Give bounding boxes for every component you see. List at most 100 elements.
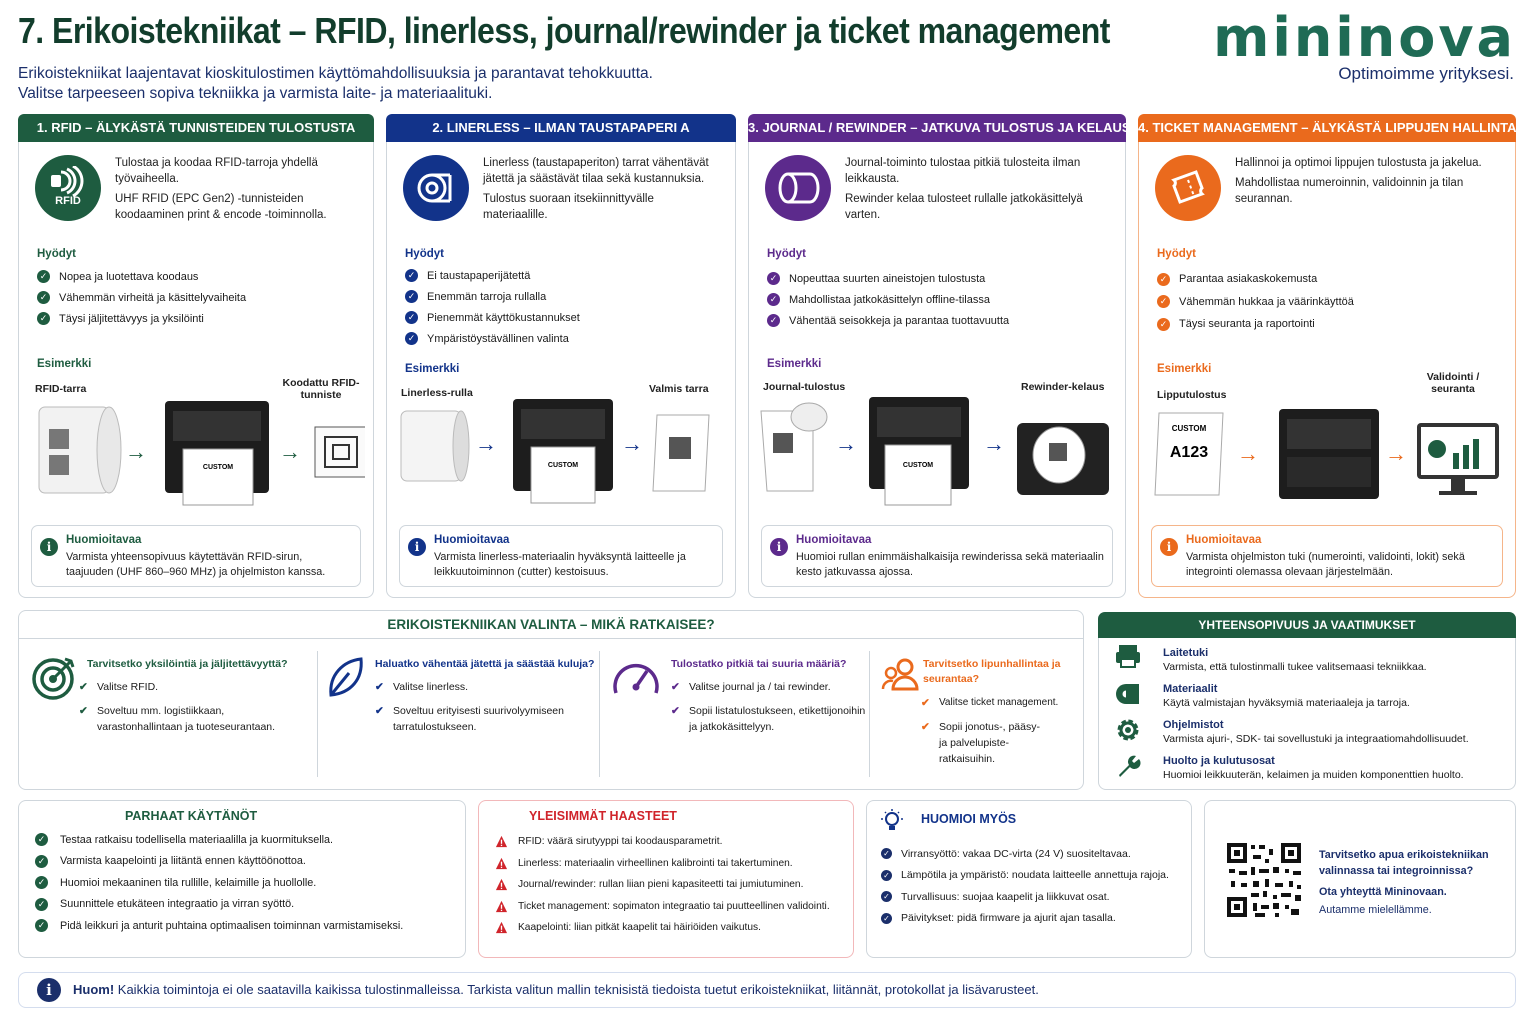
check-icon: ✓ [35, 897, 48, 911]
selection-items: ✔Valitse ticket management. ✔Sopii jonot… [921, 695, 1071, 775]
check-icon: ✓ [35, 876, 48, 890]
printer-brand: CUSTOM [548, 462, 578, 469]
svg-text:→: → [1385, 441, 1407, 466]
example-right-label: Validointi / seuranta [1426, 371, 1480, 395]
benefit-item: ✓Täysi jäljitettävyys ja yksilöinti [37, 308, 363, 329]
benefit-item: ✓Vähemmän virheitä ja käsittelyvaiheita [37, 287, 363, 308]
linerless-example-illustration: → CUSTOM → [400, 399, 710, 504]
rfid-tag-image [314, 426, 365, 478]
benefit-item: ✓Ympäristöystävällinen valinta [405, 328, 725, 349]
printer-brand: CUSTOM [203, 464, 233, 471]
svg-text:→: → [983, 431, 1005, 456]
note-box: i Huomioitavaa Varmista yhteensopivuus k… [31, 525, 361, 587]
printer-icon [1116, 645, 1140, 668]
also-item: ✓Virransyöttö: vakaa DC-virta (24 V) suo… [881, 843, 1169, 865]
also-item: ✓Päivitykset: pidä firmware ja ajurit aj… [881, 908, 1169, 930]
benefit-item: ✓Mahdollistaa jatkokäsittelyn offline-ti… [767, 289, 1115, 310]
qr-code[interactable] [1225, 841, 1303, 919]
lightbulb-icon [881, 809, 903, 830]
check-icon: ✓ [405, 332, 418, 345]
users-icon [881, 658, 919, 691]
note-title: Huomioitavaa [66, 534, 142, 546]
challenge-item: RFID: väärä sirutyyppi tai koodausparame… [495, 831, 830, 853]
svg-text:→: → [835, 431, 857, 456]
benefits-label: Hyödyt [767, 248, 806, 260]
best-practice-item: ✓Huomioi mekaaninen tila rullille, kelai… [35, 872, 403, 894]
selection-question: Haluatko vähentää jätettä ja säästää kul… [375, 658, 595, 670]
printer-image: CUSTOM [513, 399, 613, 504]
card-ticket-management: 4. TICKET MANAGEMENT – ÄLYKÄSTÄ LIPPUJEN… [1138, 114, 1516, 598]
challenges-panel: YLEISIMMÄT HAASTEET RFID: väärä sirutyyp… [478, 800, 854, 958]
also-item: ✓Turvallisuus: suojaa kaapelit ja liikku… [881, 886, 1169, 908]
card-title: 4. TICKET MANAGEMENT – ÄLYKÄSTÄ LIPPUJEN… [1138, 114, 1516, 142]
card-intro: Hallinnoi ja optimoi lippujen tulostusta… [1235, 155, 1499, 211]
example-right-label: Koodattu RFID-tunniste [282, 377, 360, 401]
check-icon: ✓ [1157, 317, 1170, 331]
warning-icon [495, 922, 508, 934]
note-text: Varmista yhteensopivuus käytettävän RFID… [66, 551, 326, 578]
brand-logo: mininova [1213, 6, 1516, 69]
also-title: HUOMIOI MYÖS [921, 812, 1017, 826]
contact-line-1: Ota yhteyttä Mininovaan. [1319, 886, 1447, 898]
linerless-roll-image [400, 410, 470, 482]
benefit-item: ✓Parantaa asiakaskokemusta [1157, 268, 1505, 291]
intro-text-2: UHF RFID (EPC Gen2) -tunnisteiden koodaa… [115, 193, 327, 221]
challenge-item: Kaapelointi: liian pitkät kaapelit tai h… [495, 917, 830, 939]
best-practice-item: ✓Varmista kaapelointi ja liitäntä ennen … [35, 851, 403, 873]
brand-tagline: Optimoimme yrityksesi. [1338, 64, 1514, 83]
roll-icon [403, 155, 469, 221]
card-intro: Linerless (taustapaperiton) tarrat vähen… [483, 155, 719, 227]
intro-text-2: Tulostus suoraan itsekiinnittyvälle mate… [483, 193, 654, 221]
rfid-icon: RFID [35, 155, 101, 221]
check-icon: ✓ [881, 891, 892, 903]
svg-text:→: → [125, 439, 147, 464]
check-icon: ✓ [767, 293, 780, 306]
monitor-image [1417, 423, 1499, 495]
target-icon [32, 657, 75, 700]
check-icon: ✓ [767, 272, 780, 285]
check-icon: ✓ [405, 290, 418, 303]
challenge-item: Journal/rewinder: rullan liian pieni kap… [495, 874, 830, 896]
printer-image: CUSTOM [165, 401, 269, 506]
example-left-label: RFID-tarra [35, 383, 87, 395]
printer-brand: CUSTOM [903, 462, 933, 469]
best-practices-panel: PARHAAT KÄYTÄNÖT ✓Testaa ratkaisu todell… [18, 800, 466, 958]
card-linerless: 2. LINERLESS – ILMAN TAUSTAPAPERI A Line… [386, 114, 736, 598]
note-text: Varmista linerless-materiaalin hyväksynt… [434, 551, 686, 578]
check-icon: ✓ [35, 854, 48, 868]
best-practice-item: ✓Suunnittele etukäteen integraatio ja vi… [35, 894, 403, 916]
check-icon: ✓ [37, 270, 50, 283]
intro-text-1: Tulostaa ja koodaa RFID-tarroja yhdellä … [115, 157, 318, 185]
contact-line-2: Autamme mielellämme. [1319, 904, 1432, 916]
contact-text: Ota yhteyttä Mininovaan. Autamme mielell… [1319, 883, 1447, 919]
intro-text-1: Journal-toiminto tulostaa pitkiä tuloste… [845, 157, 1081, 185]
ticket-icon [1155, 155, 1221, 221]
printer-brand: CUSTOM [1172, 424, 1207, 433]
check-icon: ✓ [881, 912, 892, 924]
footer-strong: Huom! [73, 982, 115, 997]
info-icon: i [770, 538, 788, 556]
intro-text-2: Rewinder kelaa tulosteet rullalle jatkok… [845, 193, 1083, 221]
selection-items: ✔Valitse linerless. ✔Soveltuu erityisest… [375, 679, 585, 743]
intro-text-1: Hallinnoi ja optimoi lippujen tulostusta… [1235, 157, 1482, 169]
examples-label: Esimerkki [405, 363, 460, 375]
check-icon: ✓ [37, 291, 50, 304]
selection-question: Tarvitsetko yksilöintiä ja jäljitettävyy… [87, 658, 288, 670]
card-intro: Journal-toiminto tulostaa pitkiä tuloste… [845, 155, 1109, 227]
check-icon: ✓ [405, 269, 418, 282]
contact-question: Tarvitsetko apua erikoistekniikan valinn… [1319, 849, 1489, 877]
ticket-code: A123 [1170, 444, 1208, 461]
info-icon: i [40, 538, 58, 556]
check-icon: ✓ [881, 848, 892, 860]
example-left-label: Lipputulostus [1157, 389, 1227, 401]
svg-text:→: → [1237, 441, 1259, 466]
check-icon: ✓ [1157, 295, 1170, 309]
selection-column-rfid: Tarvitsetko yksilöintiä ja jäljitettävyy… [19, 649, 309, 779]
card-rfid: 1. RFID – ÄLYKÄSTÄ TUNNISTEIDEN TULOSTUS… [18, 114, 374, 598]
note-box: i Huomioitavaa Varmista linerless-materi… [399, 525, 723, 587]
journal-example-illustration: → CUSTOM → [760, 397, 1109, 506]
selection-items: ✔Valitse RFID. ✔Soveltuu mm. logistiikka… [79, 679, 299, 743]
